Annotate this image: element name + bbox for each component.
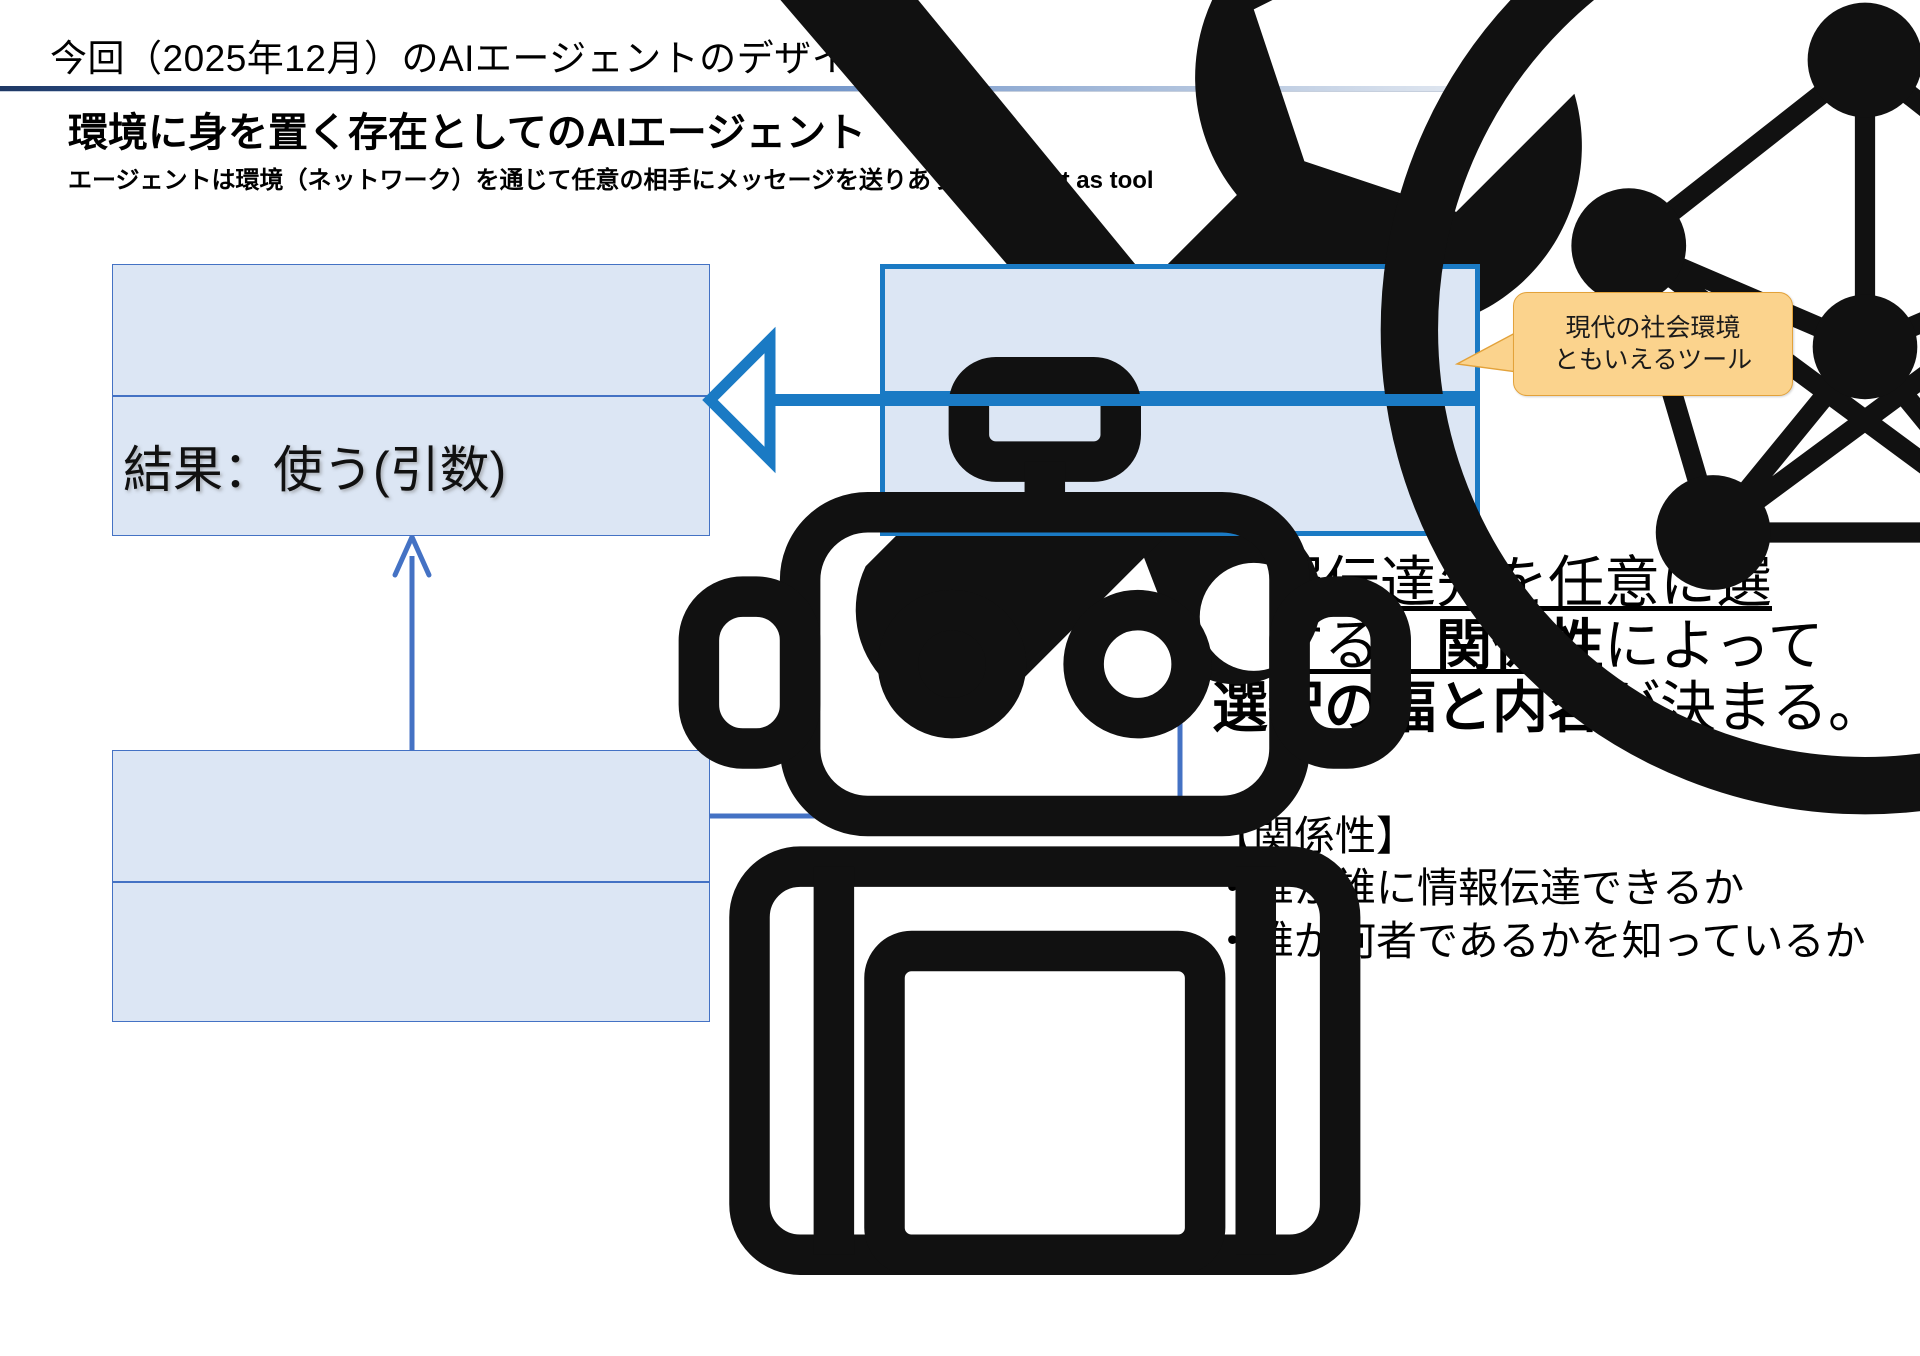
title-divider-rule — [0, 86, 1455, 91]
slide-title: 今回（2025年12月）のAIエージェントのデザイン — [50, 38, 887, 79]
robot-icon — [127, 276, 1920, 1356]
callout-line-2: ともいえるツール — [1553, 346, 1753, 374]
agent-class-box[interactable]: エージェント — [112, 357, 1411, 1275]
headline: 環境に身を置く存在としてのAIエージェント — [68, 111, 866, 155]
title-divider-hairline — [0, 91, 1455, 92]
tool-box-attribute: 結果：使う(引数) — [123, 442, 507, 498]
callout-line-1: 現代の社会環境 — [1565, 314, 1741, 342]
callout-bubble[interactable]: 現代の社会環境 ともいえるツール — [1513, 292, 1793, 396]
agent-box-body — [112, 883, 710, 1022]
slide-canvas: 今回（2025年12月）のAIエージェントのデザイン 環境に身を置く存在としての… — [0, 0, 1920, 1275]
tool-box-body: 結果：使う(引数) — [112, 397, 710, 536]
agent-box-header: エージェント — [112, 357, 1411, 1275]
